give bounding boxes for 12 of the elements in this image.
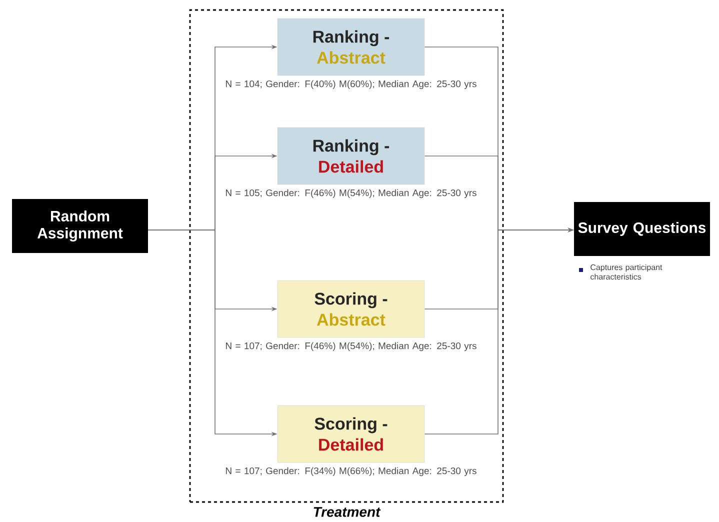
condition-box: Scoring - Abstract bbox=[277, 280, 425, 338]
sample-note: N = 107; Gender: F(34%) M(66%); Median Age: 25-30 yrs bbox=[226, 467, 476, 476]
condition-box: Ranking - Detailed bbox=[277, 127, 425, 185]
sample-note: N = 105; Gender: F(46%) M(54%); Median Age: 25-30 yrs bbox=[226, 189, 476, 198]
condition-box: Ranking - Abstract bbox=[277, 18, 425, 76]
condition-box: Scoring - Detailed bbox=[277, 405, 425, 463]
bullet-item: Captures participant characteristics bbox=[579, 264, 662, 280]
sample-note: N = 104; Gender: F(40%) M(60%); Median Age: 25-30 yrs bbox=[226, 80, 476, 90]
dark-box: Random Assignment bbox=[12, 199, 148, 253]
group-heading: Treatment bbox=[314, 507, 381, 517]
sample-note: N = 107; Gender: F(46%) M(54%); Median Age: 25-30 yrs bbox=[226, 342, 476, 352]
dark-box: Survey Questions bbox=[574, 202, 710, 256]
